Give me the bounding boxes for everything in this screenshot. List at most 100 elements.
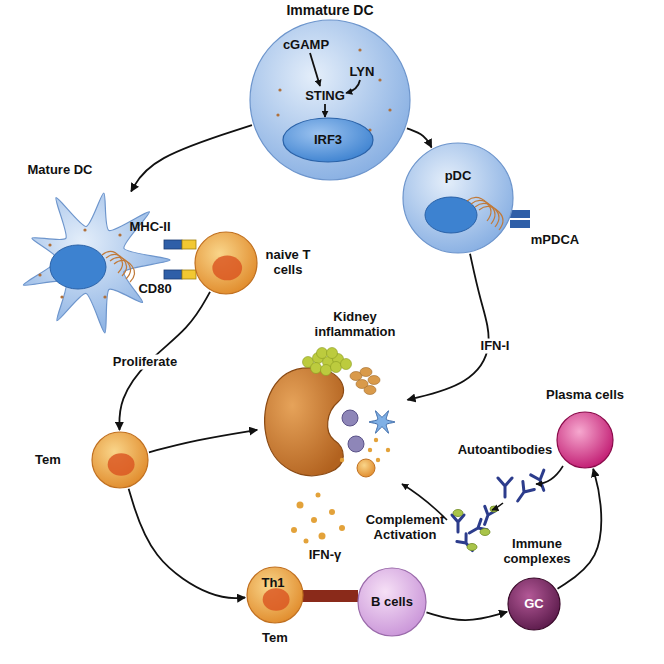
cell-nucleus — [212, 256, 242, 281]
cell-nucleus — [425, 197, 477, 233]
cell-nucleus — [50, 245, 106, 289]
node-sublabel: STING — [305, 89, 345, 104]
antibody-symbol — [498, 470, 550, 505]
cell-outline — [508, 578, 560, 630]
plasma-cell: Plasma cells — [525, 385, 645, 475]
flow-connector — [407, 254, 488, 400]
node-label: Immature DC — [286, 2, 373, 18]
cell-outline — [250, 20, 410, 180]
granule-dot — [388, 108, 391, 111]
signal-arrow — [324, 104, 326, 117]
er-line — [479, 206, 503, 230]
cytokine-dot — [374, 438, 378, 442]
cytokine-dots — [291, 493, 345, 544]
t-cell-symbol — [357, 459, 375, 477]
node-sublabel: LYN — [350, 65, 375, 80]
t-cell: Tem — [20, 428, 155, 492]
granule-dot — [358, 48, 361, 51]
t-cell: naive T cells — [192, 228, 317, 298]
t-cell-symbol — [342, 410, 358, 426]
node-label: Tem — [35, 453, 61, 468]
node-label: naive T cells — [259, 248, 317, 278]
immature-dc-cell: Immature DC cGAMP LYN STING IRF3 — [240, 0, 420, 185]
annotation-label: IFN-γ — [309, 548, 342, 563]
glomerulus-cell — [327, 348, 338, 359]
receptor-symbol — [510, 210, 530, 228]
tissue-cell — [364, 386, 376, 395]
glomerulus-cell — [311, 363, 322, 374]
cell-outline — [247, 567, 303, 623]
node-label: GC — [524, 597, 544, 612]
node-label: Kidney inflammation — [299, 310, 411, 340]
granule-dot — [48, 243, 51, 246]
node-label: Th1 — [261, 576, 284, 591]
cell-outline — [23, 193, 170, 333]
cell-outline — [358, 568, 426, 636]
immune-complex — [452, 506, 498, 555]
node-label: Mature DC — [27, 163, 92, 178]
granule-dot — [83, 228, 86, 231]
cell-nucleus — [263, 588, 290, 610]
node-shape — [195, 232, 257, 294]
er-line — [114, 260, 135, 282]
signal-arrow — [310, 53, 320, 86]
cell-outline — [557, 412, 613, 468]
flow-arrow — [402, 466, 563, 520]
granule-dot — [378, 78, 381, 81]
node-shape — [92, 432, 148, 488]
granule-dot — [60, 295, 63, 298]
mature-dc-cell: Mature DC MHC-II CD80 — [5, 160, 190, 345]
flow-connector — [149, 430, 257, 452]
flow-connector — [558, 469, 602, 589]
cell-outline — [403, 143, 513, 253]
cell-outline — [92, 432, 148, 488]
cell-contact — [302, 590, 358, 602]
node-sublabel: Tem — [262, 631, 288, 646]
node-label: IRF3 — [314, 133, 342, 148]
pdc-cell: pDC mPDCA — [400, 140, 600, 265]
granule-dot — [276, 113, 279, 116]
kidney-outline — [265, 368, 344, 476]
annotation-label: Autoantibodies — [458, 443, 553, 458]
cytokine-dot — [376, 458, 380, 462]
signal-arrow — [346, 80, 360, 93]
granule-dot — [38, 273, 41, 276]
cell-outline — [283, 118, 373, 162]
annotation-label: Immune complexes — [496, 537, 578, 567]
node-sublabel: mPDCA — [531, 233, 579, 248]
glomerulus-cell — [331, 362, 342, 373]
b-cell: B cells — [356, 566, 428, 638]
connector-label: Proliferate — [111, 355, 179, 370]
node-sublabel: MHC-II — [129, 220, 170, 235]
granule-dot — [278, 88, 281, 91]
glomerulus-cell — [321, 365, 332, 376]
cytokine-dot — [368, 448, 372, 452]
node-sublabel: CD80 — [138, 282, 171, 297]
node-shape — [258, 350, 408, 485]
connector-label: IFN-I — [479, 339, 512, 354]
annotation-label: Complement Activation — [360, 513, 450, 543]
cytokine-dot — [340, 458, 344, 462]
node-label: Plasma cells — [546, 388, 624, 403]
flow-connector — [131, 125, 252, 191]
node-sublabel: cGAMP — [283, 38, 329, 53]
germinal-center-cell: GC — [506, 576, 562, 632]
nucleus: IRF3 — [283, 118, 373, 162]
t-cell-symbol — [348, 436, 364, 452]
dc-symbol — [369, 411, 395, 434]
node-shape — [403, 143, 513, 253]
cytokine-dot — [386, 448, 390, 452]
node-label: B cells — [371, 595, 413, 610]
node-shape — [557, 412, 613, 468]
tissue-cell — [360, 368, 372, 377]
node-label: pDC — [445, 169, 472, 184]
glomerulus-cell — [341, 359, 352, 370]
cell-outline — [195, 232, 257, 294]
granule-dot — [103, 295, 106, 298]
flow-connector — [426, 612, 507, 620]
flow-connector — [407, 128, 432, 147]
node-shape — [10, 185, 175, 335]
kidney-organ: Kidney inflammation — [245, 305, 445, 490]
flow-connector — [129, 489, 245, 598]
granule-dot — [118, 233, 121, 236]
